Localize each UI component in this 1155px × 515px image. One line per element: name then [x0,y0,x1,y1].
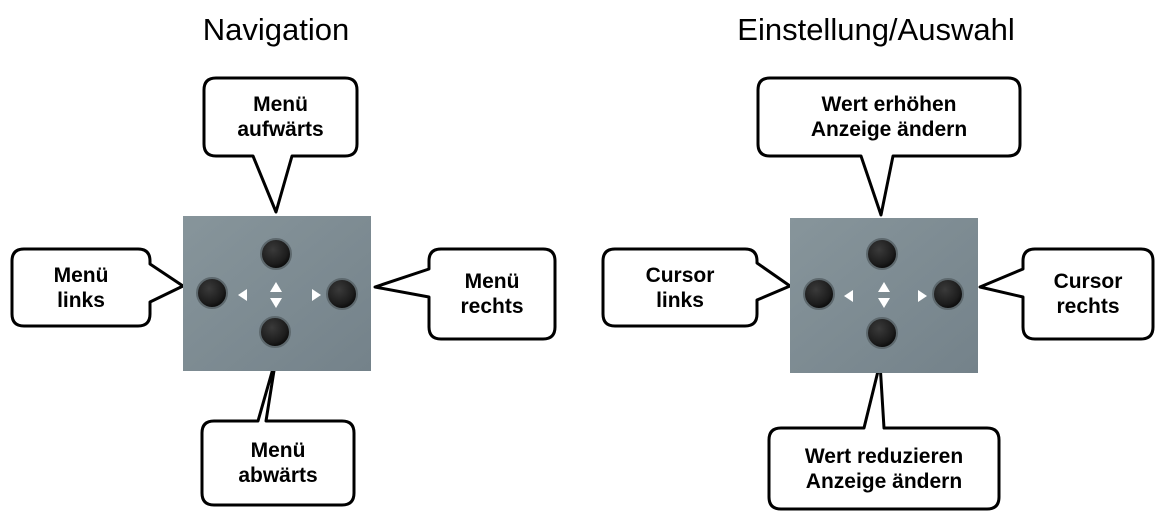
nav-right-label: Menü rechts [460,270,524,318]
right-button[interactable] [932,278,964,310]
up-button[interactable] [260,238,292,270]
navigation-group [10,76,557,507]
bubble-nav-left [10,247,185,328]
down-button[interactable] [866,317,898,349]
settings-title: Einstellung/Auswahl [737,12,1015,47]
set-down-label: Wert reduzieren Anzeige ändern [804,444,964,493]
bubble-nav-down [200,356,356,507]
settings-group [601,76,1155,511]
keypad-buttons-nav [196,238,358,348]
set-right-label: Cursor rechts [1053,270,1123,318]
nav-down-label: Menü abwärts [238,439,318,487]
bubble-nav-up [202,76,359,214]
arrow-left-icon [844,290,853,302]
nav-up-label: Menü aufwärts [237,93,324,141]
navigation-title: Navigation [202,12,350,47]
arrow-up-icon [270,282,282,292]
bubble-set-up [756,76,1022,217]
arrow-left-icon [238,289,247,301]
bubble-nav-right [373,247,557,341]
keypad-buttons-settings [803,238,964,349]
bubble-set-down [767,361,1001,511]
bubble-set-left [601,247,792,328]
bubble-set-right [978,247,1155,341]
nav-left-label: Menü links [53,263,109,312]
up-button[interactable] [866,238,898,270]
down-button[interactable] [259,316,291,348]
arrow-down-icon [270,298,282,308]
set-up-label: Wert erhöhen Anzeige ändern [810,93,968,141]
arrow-right-icon [312,289,321,301]
arrow-right-icon [918,290,927,302]
set-left-label: Cursor links [645,263,715,312]
arrow-down-icon [878,298,890,308]
left-button[interactable] [196,277,228,309]
arrow-up-icon [878,282,890,292]
right-button[interactable] [326,278,358,310]
left-button[interactable] [803,278,835,310]
